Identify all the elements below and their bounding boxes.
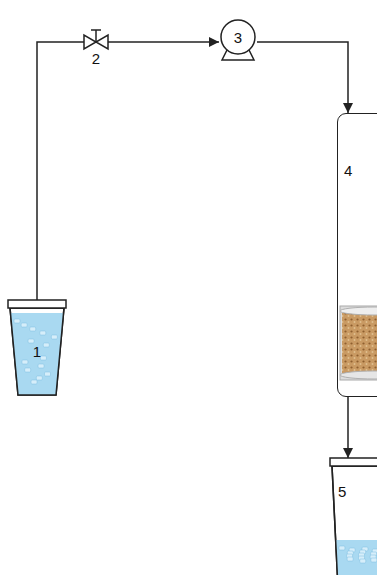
beaker-glass bbox=[332, 466, 377, 575]
packing-top bbox=[340, 307, 377, 315]
ice-cube bbox=[347, 557, 353, 561]
callout-number: 1 bbox=[33, 344, 41, 359]
beaker-rim bbox=[330, 458, 377, 466]
valve-body bbox=[84, 35, 96, 49]
packing-shell bbox=[340, 306, 377, 380]
ice-cube bbox=[25, 368, 31, 372]
ice-cube bbox=[43, 343, 49, 347]
ice-cube bbox=[38, 364, 44, 368]
ice-cube bbox=[40, 331, 46, 335]
ice-cube bbox=[339, 546, 345, 550]
packing-bottom bbox=[340, 371, 377, 379]
pump-casing bbox=[221, 20, 255, 54]
beaker-rim bbox=[8, 300, 66, 308]
pipe-connector bbox=[37, 42, 84, 300]
pipe-connector bbox=[108, 41, 219, 43]
pipe-connector bbox=[257, 42, 348, 113]
ice-cube bbox=[14, 319, 20, 323]
ice-cubes bbox=[339, 546, 377, 563]
pipe-connector bbox=[347, 397, 349, 458]
ice-cube bbox=[28, 339, 34, 343]
ice-cube bbox=[45, 372, 51, 376]
pump: 3 bbox=[219, 19, 257, 61]
beaker-outline bbox=[332, 466, 377, 575]
valve: 2 bbox=[84, 29, 108, 65]
beaker-water bbox=[336, 540, 377, 575]
ice-cube bbox=[22, 360, 28, 364]
column: 4 bbox=[337, 113, 377, 397]
callout-number: 2 bbox=[92, 51, 100, 66]
column-outline bbox=[338, 114, 377, 398]
feed-beaker: 1 bbox=[8, 300, 66, 395]
ice-cube bbox=[36, 376, 42, 380]
callout-number: 3 bbox=[234, 30, 242, 45]
collection-beaker-outline bbox=[330, 458, 377, 575]
ice-cube bbox=[21, 323, 27, 327]
callout-number: 5 bbox=[338, 484, 346, 499]
ice-cube bbox=[360, 559, 366, 563]
ice-cubes bbox=[14, 319, 57, 384]
ice-cube bbox=[40, 356, 46, 360]
ice-cube bbox=[30, 327, 36, 331]
callout-number: 4 bbox=[344, 163, 352, 178]
ice-cube bbox=[51, 335, 57, 339]
beaker-outline bbox=[10, 308, 64, 395]
ice-cube bbox=[371, 558, 377, 562]
beaker-water bbox=[10, 313, 63, 395]
valve-stem bbox=[95, 30, 97, 42]
packing-bed bbox=[342, 313, 377, 373]
beaker-glass bbox=[10, 308, 64, 395]
valve-body bbox=[96, 35, 108, 49]
collection-beaker: 5 bbox=[330, 458, 377, 575]
ice-cube bbox=[31, 380, 37, 384]
